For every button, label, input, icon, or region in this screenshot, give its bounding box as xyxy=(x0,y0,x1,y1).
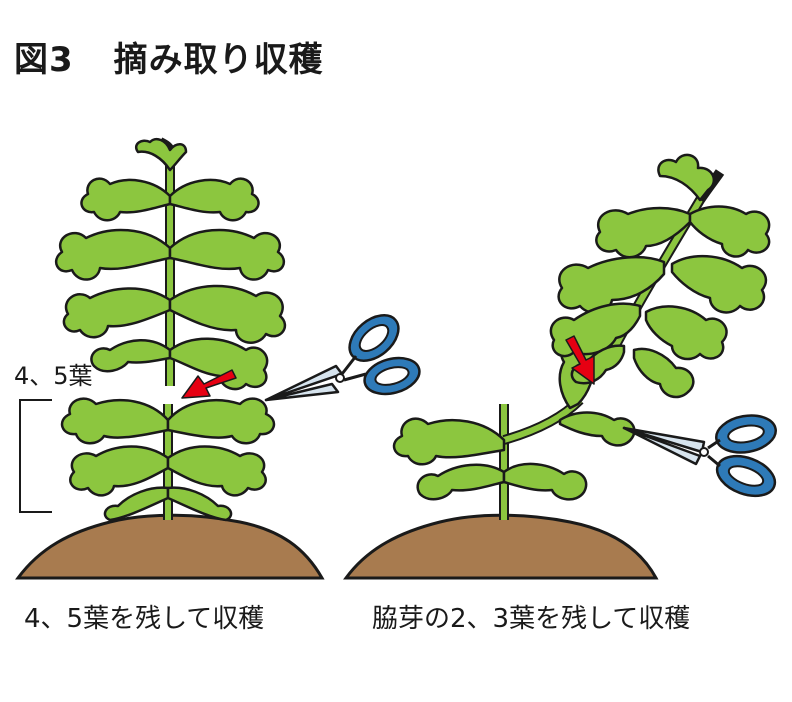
left-soil-mound xyxy=(15,513,325,580)
right-plant xyxy=(343,153,777,580)
figure-title: 図3 摘み取り収穫 xyxy=(14,32,324,81)
right-caption: 脇芽の2、3葉を残して収穫 xyxy=(372,604,691,634)
right-lower-leaves xyxy=(392,342,636,501)
left-lower-leaves xyxy=(60,397,276,522)
left-bracket-icon xyxy=(19,399,52,513)
left-cut-arrow-icon xyxy=(181,369,237,399)
leaf-count-label: 4、5葉 xyxy=(14,362,93,390)
left-upper-leaves xyxy=(54,138,287,391)
right-scissors-icon xyxy=(622,414,777,498)
figure-title-text: 摘み取り収穫 xyxy=(113,40,324,80)
left-scissors-icon xyxy=(264,314,421,402)
right-soil-mound xyxy=(343,513,659,580)
left-caption: 4、5葉を残して収穫 xyxy=(24,604,265,634)
left-plant xyxy=(15,137,421,580)
right-cut-arrow-icon xyxy=(565,335,595,385)
figure-label: 図3 xyxy=(14,40,74,80)
